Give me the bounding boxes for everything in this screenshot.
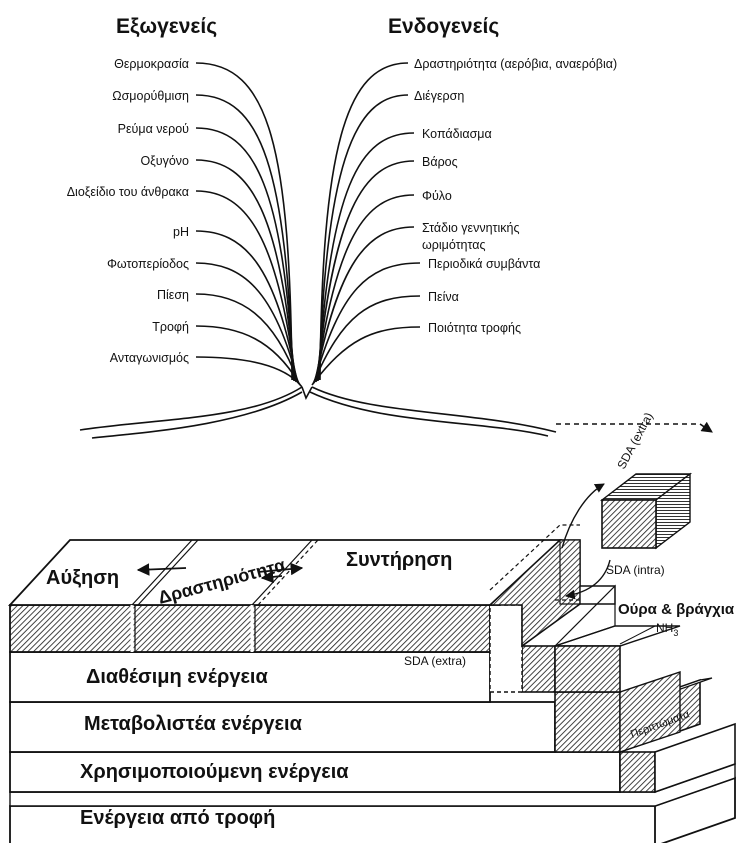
flow-arrow-upper xyxy=(562,484,604,548)
endo-factor-hunger: Πείνα xyxy=(428,290,459,304)
exogenous-header: Εξωγενείς xyxy=(116,15,217,38)
endo-factor-food-quality: Ποιότητα τροφής xyxy=(428,321,521,335)
exo-factor-oxygen: Οξυγόνο xyxy=(140,154,189,168)
exo-factor-carbon-dioxide: Διοξείδιο του άνθρακα xyxy=(67,185,189,199)
endo-factor-periodic-events: Περιοδικά συμβάντα xyxy=(428,257,540,271)
endogenous-header: Ενδογενείς xyxy=(388,15,499,38)
food-energy-label: Ενέργεια από τροφή xyxy=(80,807,275,829)
sda-intra-label: SDA (intra) xyxy=(606,563,665,577)
endo-factor-weight: Βάρος xyxy=(422,155,458,169)
used-energy-label: Χρησιμοποιούμενη ενέργεια xyxy=(80,761,349,783)
sda-extra-box: SDA (extra) xyxy=(602,410,690,548)
endo-factor-maturity-stage-cont: ωριμότητας xyxy=(422,238,486,252)
nh3-label: NH3 xyxy=(656,621,678,638)
exo-factor-water-current: Ρεύμα νερού xyxy=(118,122,190,136)
tail-gills-label: Ούρα & βράγχια xyxy=(618,601,735,618)
exo-factor-ph: pH xyxy=(173,225,189,239)
available-energy-label: Διαθέσιμη ενέργεια xyxy=(86,666,268,688)
endo-factor-sex: Φύλο xyxy=(422,189,452,203)
exo-factor-temperature: Θερμοκρασία xyxy=(114,57,189,71)
endo-factor-schooling: Κοπάδιασμα xyxy=(422,127,492,141)
exo-factor-osmoregulation: Ωσμορύθμιση xyxy=(112,89,189,103)
growth-label: Αύξηση xyxy=(46,567,119,589)
endogenous-factor-list: Δραστηριότητα (αερόβια, αναερόβια) Διέγε… xyxy=(414,57,617,335)
metabolizable-energy-label: Μεταβολιστέα ενέργεια xyxy=(84,713,303,735)
exo-factor-pressure: Πίεση xyxy=(157,288,189,302)
exo-factor-food: Τροφή xyxy=(152,320,189,334)
endo-factor-excitement: Διέγερση xyxy=(414,89,464,103)
maintenance-label: Συντήρηση xyxy=(346,549,452,571)
exo-factor-photoperiod: Φωτοπερίοδος xyxy=(107,257,189,271)
sda-extra-label: SDA (extra) xyxy=(404,654,466,668)
exo-factor-competition: Ανταγωνισμός xyxy=(110,351,189,365)
sda-extra-box-label: SDA (extra) xyxy=(614,410,655,471)
endo-factor-maturity-stage: Στάδιο γεννητικής xyxy=(422,221,520,235)
endo-factor-activity: Δραστηριότητα (αερόβια, αναερόβια) xyxy=(414,57,617,71)
exogenous-factor-list: Θερμοκρασία Ωσμορύθμιση Ρεύμα νερού Οξυγ… xyxy=(67,57,189,365)
